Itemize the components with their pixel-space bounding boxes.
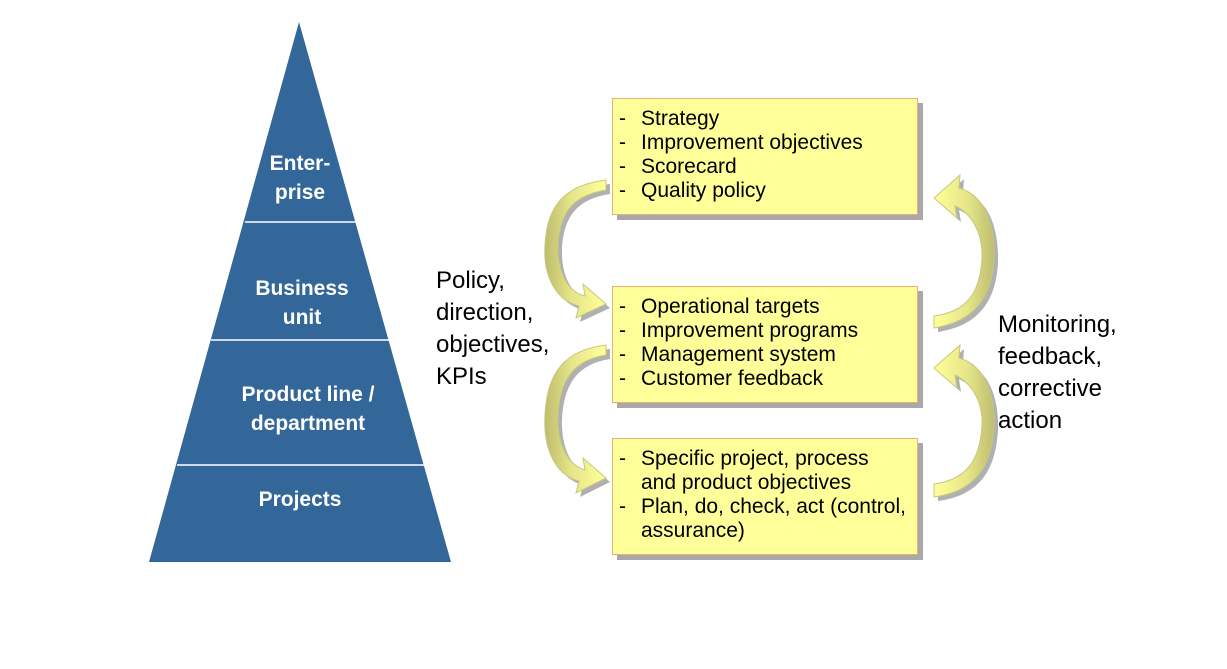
list-item: Strategy — [617, 107, 909, 131]
list-item: Management system — [617, 343, 909, 367]
pyramid-level-enterprise: Enter- prise — [269, 152, 331, 204]
box-list: Operational targets Improvement programs… — [617, 295, 909, 391]
box-list: Strategy Improvement objectives Scorecar… — [617, 107, 909, 203]
list-item: Quality policy — [617, 179, 909, 203]
box-business-unit-items: Operational targets Improvement programs… — [612, 286, 918, 403]
list-item: Specific project, process and product ob… — [617, 447, 909, 495]
left-arrow-lower — [544, 344, 610, 497]
pyramid-level-business-unit: Business unit — [255, 277, 349, 329]
pyramid — [149, 22, 451, 562]
list-item: Improvement programs — [617, 319, 909, 343]
box-project-items: Specific project, process and product ob… — [612, 438, 918, 555]
left-arrow-upper — [544, 179, 610, 322]
pyramid-shape — [149, 22, 451, 562]
list-item: Operational targets — [617, 295, 909, 319]
list-item: Improvement objectives — [617, 131, 909, 155]
box-enterprise-items: Strategy Improvement objectives Scorecar… — [612, 98, 918, 215]
list-item: Scorecard — [617, 155, 909, 179]
right-arrow-lower — [933, 343, 999, 501]
box-list: Specific project, process and product ob… — [617, 447, 909, 543]
list-item: Plan, do, check, act (control, assurance… — [617, 495, 909, 543]
policy-caption: Policy, direction, objectives, KPIs — [436, 267, 550, 390]
pyramid-level-projects: Projects — [258, 488, 342, 511]
pyramid-level-product-line: Product line / department — [241, 383, 375, 435]
right-arrow-upper — [933, 173, 999, 332]
list-item: Customer feedback — [617, 367, 909, 391]
monitoring-caption: Monitoring, feedback, corrective action — [998, 311, 1117, 434]
